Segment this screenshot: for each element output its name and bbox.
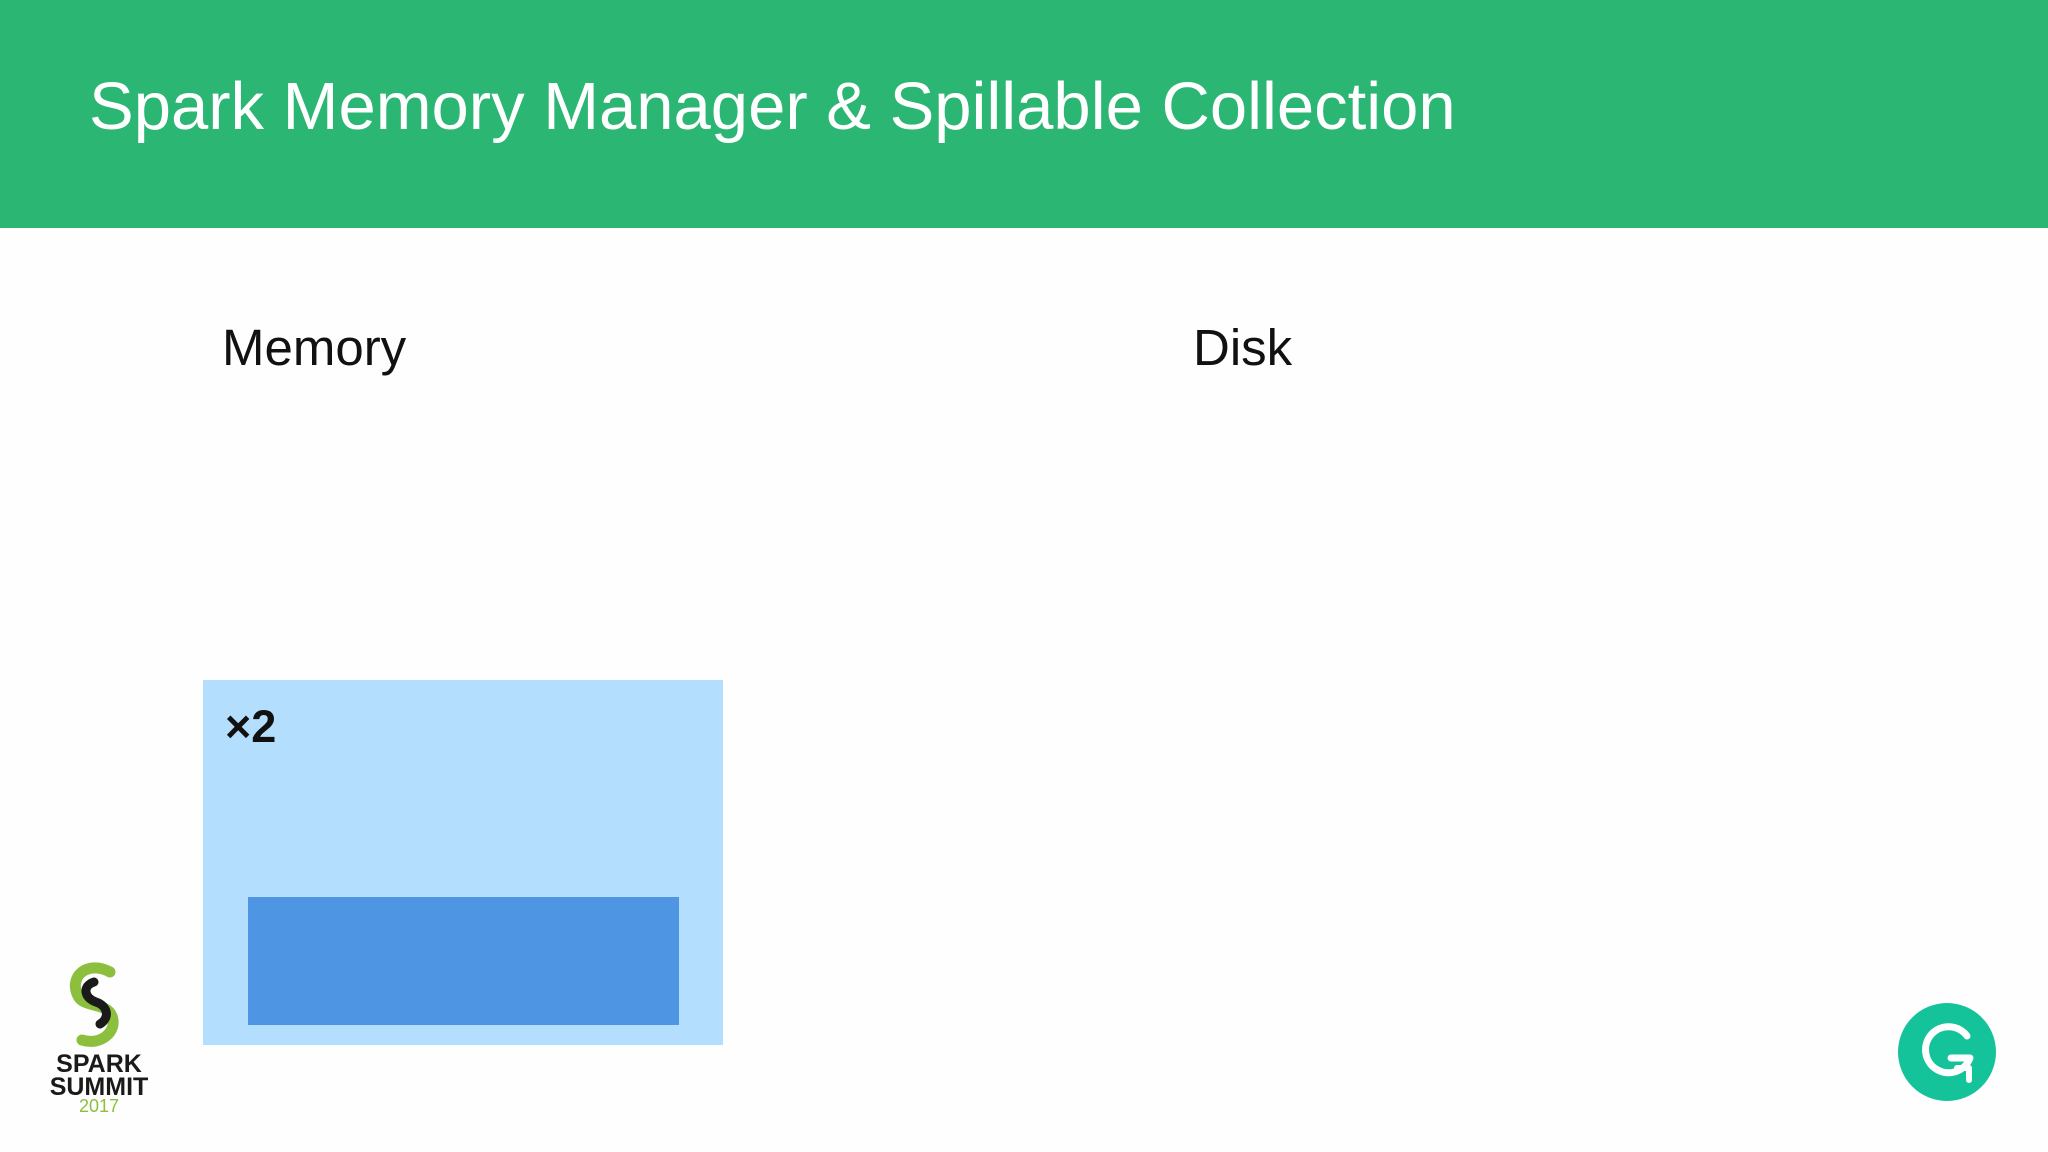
spark-summit-logo-icon [69, 962, 119, 1047]
logo-text-summit: SUMMIT [49, 1073, 149, 1101]
logo-text-spark: SPARK [56, 1050, 142, 1078]
logo-text-year: 2017 [78, 1096, 120, 1116]
title-bar: Spark Memory Manager & Spillable Collect… [0, 0, 2048, 228]
spark-summit-logo: SPARK SUMMIT 2017 [44, 952, 154, 1117]
slide-title: Spark Memory Manager & Spillable Collect… [89, 69, 1456, 144]
memory-allocation-box: ×2 [203, 680, 723, 1045]
grammarly-g-icon[interactable] [1897, 1002, 1997, 1102]
memory-label: Memory [222, 319, 407, 376]
disk-label: Disk [1193, 319, 1293, 376]
memory-used-block [248, 897, 679, 1025]
multiplier-label: ×2 [225, 701, 277, 752]
